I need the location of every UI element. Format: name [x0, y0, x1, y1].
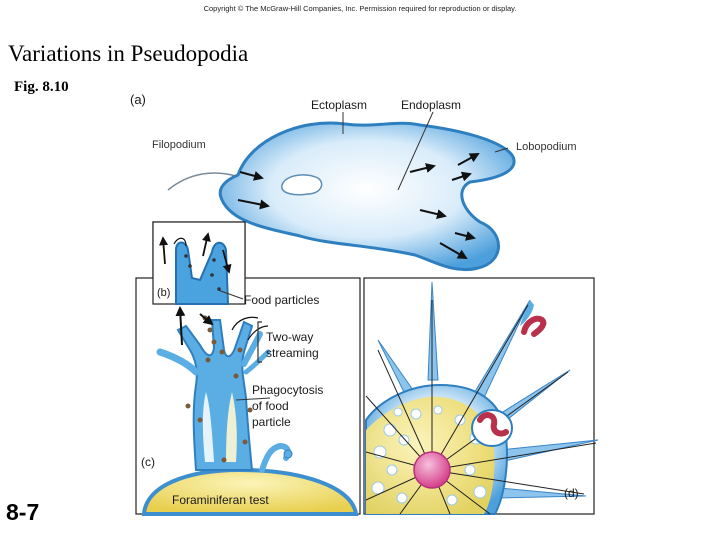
panel-a-amoeba — [167, 111, 516, 272]
panel-b-tag: (b) — [157, 287, 171, 299]
filopodium-strand — [167, 172, 237, 191]
panel-a-tag: (a) — [130, 92, 146, 107]
ectoplasm-label: Ectoplasm — [311, 98, 368, 112]
two-way-label-line1: Two-way — [266, 330, 314, 344]
panel-c-tag: (c) — [141, 455, 155, 469]
phagocytosis-label-line2: of food — [252, 399, 289, 413]
two-way-label-line2: streaming — [266, 346, 319, 360]
phagocytosis-label-line1: Phagocytosis — [252, 383, 324, 397]
lobopodium-label: Lobopodium — [516, 141, 577, 153]
slide-number: 8-7 — [6, 499, 40, 525]
food-particles-label: Food particles — [244, 293, 320, 307]
copyright-notice: Copyright © The McGraw-Hill Companies, I… — [203, 4, 517, 13]
slide-title: Variations in Pseudopodia — [8, 41, 249, 66]
filopodium-label: Filopodium — [152, 139, 206, 151]
amoeba-cell — [218, 121, 516, 272]
panel-c — [135, 221, 361, 516]
figure-reference: Fig. 8.10 — [14, 79, 69, 95]
foraminiferan-test-label: Foraminiferan test — [172, 493, 269, 507]
panel-d-tag: (d) — [564, 486, 579, 500]
panel-d — [363, 277, 599, 515]
endoplasm-label: Endoplasm — [401, 98, 462, 112]
phagocytosis-label-line3: particle — [252, 415, 291, 429]
prey-organism — [521, 315, 547, 337]
vacuole — [281, 174, 323, 196]
nucleus — [413, 451, 451, 489]
